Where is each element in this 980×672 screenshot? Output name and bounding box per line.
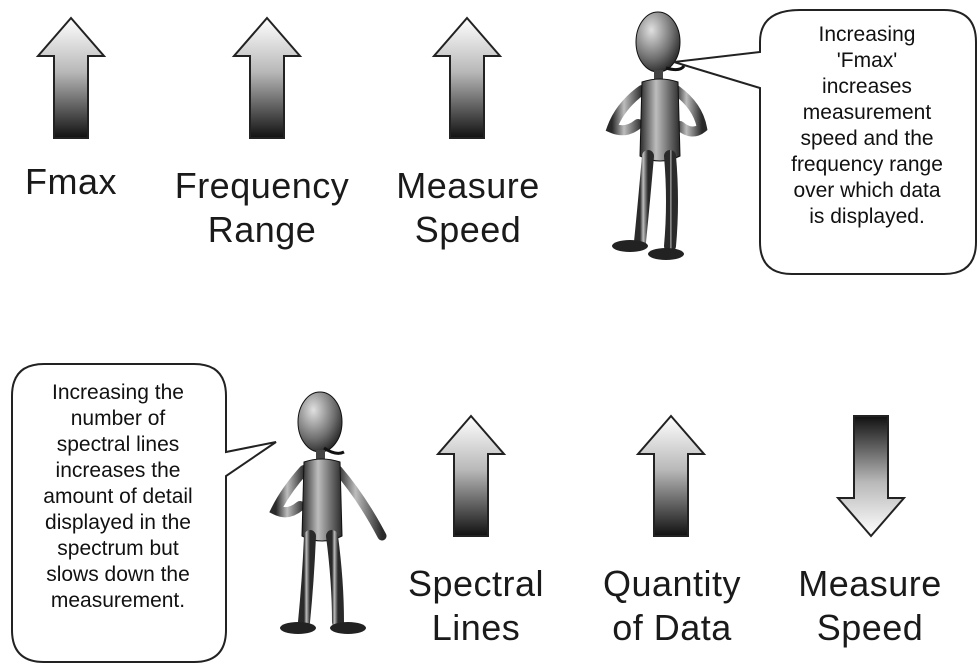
up-arrow-icon	[635, 414, 707, 537]
measure-speed-label-bottom: Measure Speed	[798, 563, 942, 648]
fmax-label: Fmax	[25, 161, 117, 202]
bubble-text-top: Increasing 'Fmax' increases measurement …	[791, 23, 943, 228]
down-arrow-icon	[835, 415, 907, 538]
speech-bubble-bottom	[11, 363, 277, 663]
up-arrow-icon	[431, 16, 503, 139]
measure-speed-label-top: Measure Speed	[396, 165, 540, 250]
spectral-lines-label: Spectral Lines	[407, 563, 545, 648]
bubble-text-bottom: Increasing the number of spectral lines …	[43, 381, 193, 612]
person-figure-icon	[605, 11, 708, 260]
up-arrow-icon	[435, 414, 507, 537]
speech-bubble-top	[673, 9, 977, 275]
up-arrow-icon	[35, 16, 107, 139]
frequency-range-label: Frequency Range	[174, 165, 350, 250]
up-arrow-icon	[231, 16, 303, 139]
quantity-of-data-label: Quantity of Data	[602, 563, 742, 648]
person-figure-icon	[269, 391, 387, 634]
